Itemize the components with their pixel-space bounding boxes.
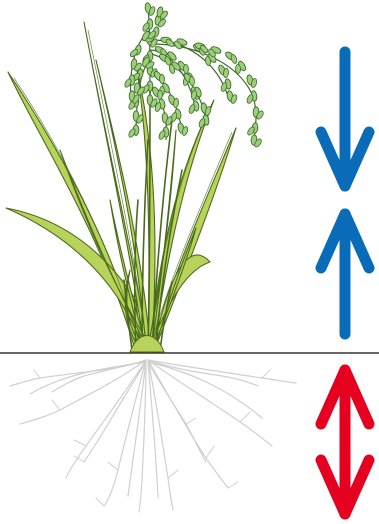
- root-7: [148, 360, 228, 488]
- grain-96: [124, 78, 133, 88]
- leaves: [6, 22, 236, 350]
- root-13: [148, 360, 258, 386]
- rootlet-5: [240, 412, 250, 422]
- grain-32: [183, 64, 189, 74]
- arrows: [321, 52, 369, 514]
- rootlet-6: [34, 370, 40, 378]
- rootlet-7: [262, 370, 270, 378]
- leaf-2: [6, 208, 140, 340]
- root-11: [84, 362, 146, 462]
- root-12: [148, 362, 206, 462]
- grain-82: [157, 90, 163, 99]
- grain-72: [159, 74, 165, 84]
- grain-64: [246, 94, 254, 104]
- root-17: [148, 362, 158, 498]
- rootlet-8: [168, 470, 178, 478]
- grain-26: [128, 128, 137, 138]
- root-9: [148, 360, 296, 383]
- grain-110: [198, 118, 206, 128]
- grain-60: [235, 64, 240, 73]
- grain-50: [220, 82, 228, 92]
- rootlet-2: [74, 440, 86, 446]
- grain-88: [158, 130, 167, 140]
- rootlet-1: [52, 400, 60, 410]
- grain-38: [188, 104, 196, 114]
- rootlet-4: [206, 446, 214, 458]
- rootlet-9: [96, 498, 104, 506]
- rootlet-3: [108, 462, 118, 470]
- rootlet-10: [228, 482, 238, 488]
- grain-92: [129, 48, 139, 58]
- grain-40: [165, 38, 175, 48]
- root-16: [128, 362, 146, 496]
- grain-104: [189, 76, 195, 86]
- grain-58: [230, 54, 238, 64]
- rootlet-12: [186, 418, 196, 424]
- roots: [10, 360, 296, 512]
- root-8: [148, 360, 272, 446]
